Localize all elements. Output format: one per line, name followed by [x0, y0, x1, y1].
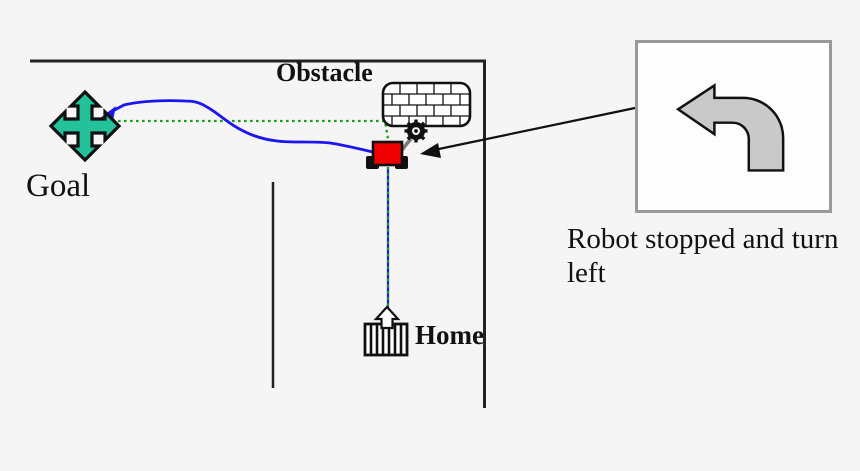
robot-body	[371, 140, 404, 167]
traveled-path-line	[106, 99, 378, 155]
turn-left-arrow-icon	[675, 83, 785, 172]
goal-marker-icon	[48, 89, 122, 163]
callout-pointer-arrow	[420, 106, 636, 158]
traveled-path	[99, 99, 378, 155]
planned-path-dotted	[118, 119, 391, 146]
callout-panel	[635, 40, 832, 213]
callout-caption-line1: Robot stopped and turn	[567, 223, 839, 255]
callout-caption-line2: left	[567, 257, 606, 289]
obstacle-brick-wall-icon	[381, 81, 472, 128]
home-entry-arrow	[373, 305, 401, 330]
arena-boundary	[30, 59, 486, 408]
home-label: Home	[415, 320, 484, 350]
obstacle-label: Obstacle	[276, 58, 373, 87]
goal-label: Goal	[26, 168, 91, 204]
home-gate-icon	[363, 305, 409, 357]
gear-icon	[404, 119, 428, 143]
callout-caption: Robot stopped and turn left	[567, 222, 838, 290]
robot-icon	[366, 140, 408, 169]
